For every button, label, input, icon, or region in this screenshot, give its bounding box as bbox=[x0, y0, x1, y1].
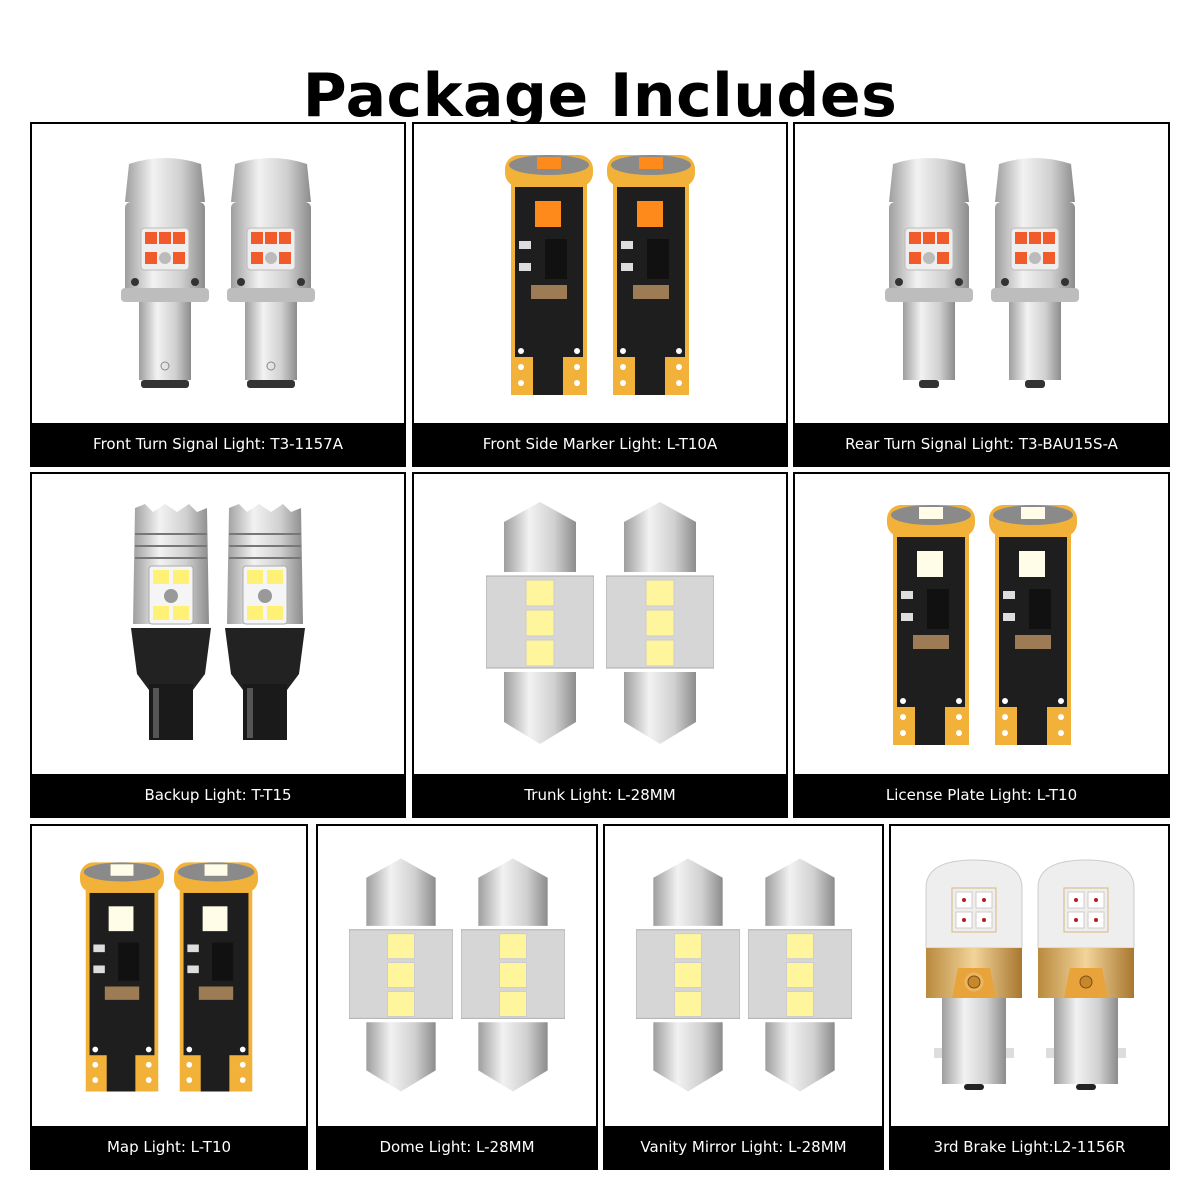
bulb-pair-image bbox=[32, 826, 306, 1126]
product-label: License Plate Light: L-T10 bbox=[795, 774, 1168, 816]
bulb-pair-image bbox=[795, 124, 1168, 423]
product-card-map-light: Map Light: L-T10 bbox=[30, 824, 308, 1170]
product-card-front-side-marker: Front Side Marker Light: L-T10A bbox=[412, 122, 788, 467]
product-card-vanity-mirror-light: Vanity Mirror Light: L-28MM bbox=[603, 824, 884, 1170]
t10-pcb-bulb-icon bbox=[80, 862, 164, 1092]
clear-1156-bulb-icon bbox=[925, 859, 1022, 1090]
product-label: Vanity Mirror Light: L-28MM bbox=[605, 1126, 882, 1168]
product-label: Front Side Marker Light: L-T10A bbox=[414, 423, 786, 465]
t15-bulb-icon bbox=[225, 504, 305, 740]
product-label: Dome Light: L-28MM bbox=[318, 1126, 596, 1168]
product-label: 3rd Brake Light:L2-1156R bbox=[891, 1126, 1168, 1168]
product-card-dome-light: Dome Light: L-28MM bbox=[316, 824, 598, 1170]
t10-pcb-bulb-icon bbox=[174, 862, 258, 1092]
festoon-bulb-icon bbox=[606, 502, 714, 744]
t10-pcb-bulb-icon bbox=[505, 154, 593, 395]
product-card-trunk-light: Trunk Light: L-28MM bbox=[412, 472, 788, 818]
product-card-front-turn-signal: Front Turn Signal Light: T3-1157A bbox=[30, 122, 406, 467]
product-label: Trunk Light: L-28MM bbox=[414, 774, 786, 816]
product-card-rear-turn-signal: Rear Turn Signal Light: T3-BAU15S-A bbox=[793, 122, 1170, 467]
product-card-3rd-brake-light: 3rd Brake Light:L2-1156R bbox=[889, 824, 1170, 1170]
t10-pcb-bulb-icon bbox=[988, 505, 1077, 745]
festoon-bulb-icon bbox=[747, 858, 852, 1092]
page-title: Package Includes bbox=[302, 61, 898, 132]
product-label: Map Light: L-T10 bbox=[32, 1126, 306, 1168]
product-label: Front Turn Signal Light: T3-1157A bbox=[32, 423, 404, 465]
product-card-backup-light: Backup Light: T-T15 bbox=[30, 472, 406, 818]
product-label: Backup Light: T-T15 bbox=[32, 774, 404, 816]
twist-bau15s-bulb-icon bbox=[884, 157, 973, 388]
twist-1157-bulb-icon bbox=[227, 157, 315, 388]
clear-1156-bulb-icon bbox=[1037, 859, 1134, 1090]
product-card-license-plate-light: License Plate Light: L-T10 bbox=[793, 472, 1170, 818]
festoon-bulb-icon bbox=[349, 858, 453, 1092]
twist-1157-bulb-icon bbox=[121, 157, 209, 388]
festoon-bulb-icon bbox=[635, 858, 740, 1092]
t10-pcb-bulb-icon bbox=[886, 505, 975, 745]
bulb-pair-image bbox=[891, 826, 1168, 1126]
twist-bau15s-bulb-icon bbox=[990, 157, 1079, 388]
bulb-pair-image bbox=[32, 474, 404, 774]
bulb-pair-image bbox=[795, 474, 1168, 774]
t10-pcb-bulb-icon bbox=[607, 154, 695, 395]
bulb-pair-image bbox=[32, 124, 404, 423]
product-label: Rear Turn Signal Light: T3-BAU15S-A bbox=[795, 423, 1168, 465]
bulb-pair-image bbox=[318, 826, 596, 1126]
festoon-bulb-icon bbox=[486, 502, 594, 744]
t15-bulb-icon bbox=[131, 504, 211, 740]
bulb-pair-image bbox=[605, 826, 882, 1126]
festoon-bulb-icon bbox=[461, 858, 565, 1092]
bulb-pair-image bbox=[414, 474, 786, 774]
bulb-pair-image bbox=[414, 124, 786, 423]
